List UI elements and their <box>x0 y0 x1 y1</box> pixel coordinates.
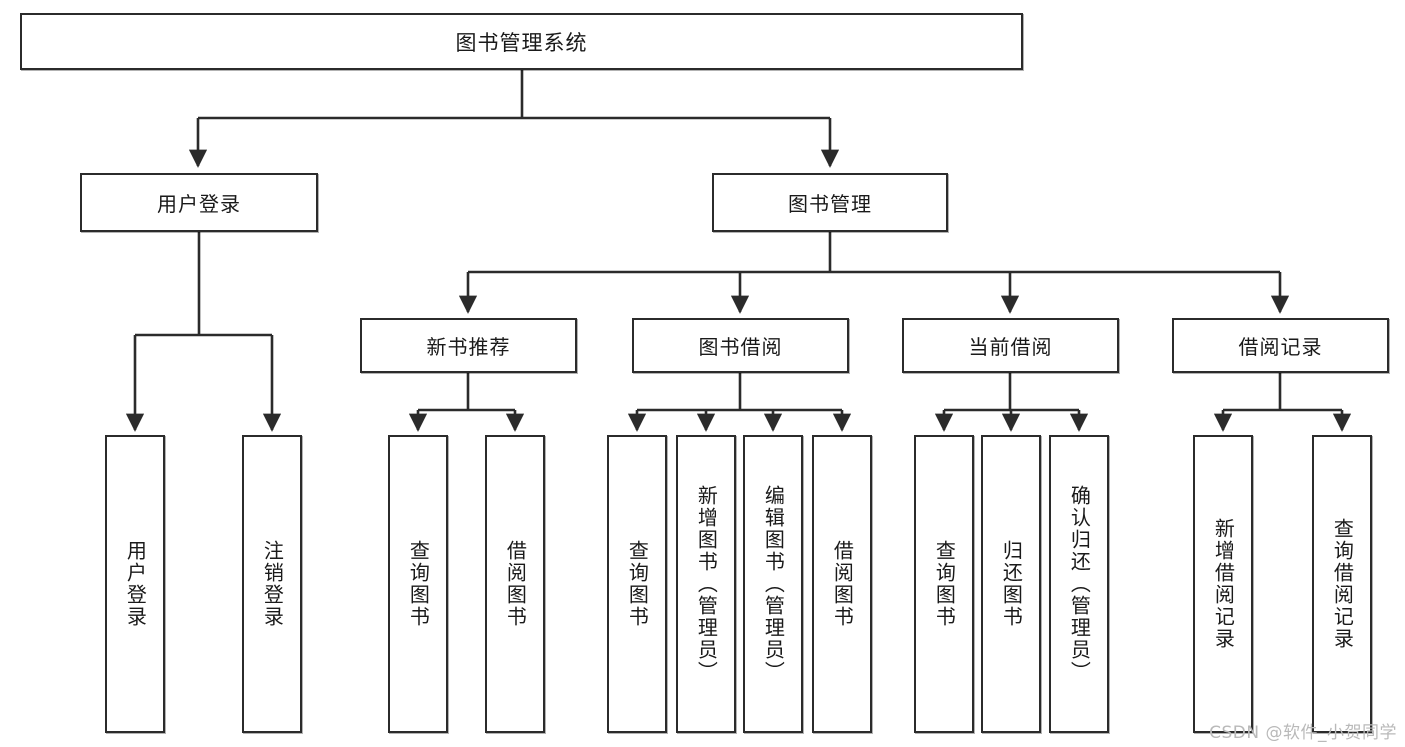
node-label: 当前借阅 <box>968 335 1053 359</box>
node-label: 新增图书（管理员） <box>694 485 719 683</box>
node-label: 归还图书 <box>999 540 1024 628</box>
leaf-current-borrow-return[interactable]: 归还图书 <box>981 435 1041 733</box>
leaf-book-borrow-borrow[interactable]: 借阅图书 <box>812 435 872 733</box>
node-book-management-system[interactable]: 图书管理系统 <box>20 13 1023 70</box>
node-label: 查询图书 <box>625 540 650 628</box>
leaf-current-borrow-confirm-return[interactable]: 确认归还（管理员） <box>1049 435 1109 733</box>
leaf-book-borrow-edit[interactable]: 编辑图书（管理员） <box>743 435 803 733</box>
leaf-borrow-record-query[interactable]: 查询借阅记录 <box>1312 435 1372 733</box>
node-current-borrow[interactable]: 当前借阅 <box>902 318 1119 373</box>
leaf-user-login-login[interactable]: 用户登录 <box>105 435 165 733</box>
node-new-book-recommend[interactable]: 新书推荐 <box>360 318 577 373</box>
node-book-borrow[interactable]: 图书借阅 <box>632 318 849 373</box>
node-borrow-record[interactable]: 借阅记录 <box>1172 318 1389 373</box>
leaf-new-book-query[interactable]: 查询图书 <box>388 435 448 733</box>
node-book-management[interactable]: 图书管理 <box>712 173 948 232</box>
node-label: 借阅图书 <box>503 540 528 628</box>
node-label: 查询图书 <box>932 540 957 628</box>
node-user-login[interactable]: 用户登录 <box>80 173 318 232</box>
node-label: 图书借阅 <box>698 335 783 359</box>
leaf-borrow-record-add[interactable]: 新增借阅记录 <box>1193 435 1253 733</box>
node-label: 借阅记录 <box>1238 335 1323 359</box>
leaf-new-book-borrow[interactable]: 借阅图书 <box>485 435 545 733</box>
node-label: 确认归还（管理员） <box>1067 485 1092 683</box>
node-label: 查询借阅记录 <box>1330 518 1355 650</box>
node-label: 编辑图书（管理员） <box>761 485 786 683</box>
leaf-book-borrow-query[interactable]: 查询图书 <box>607 435 667 733</box>
node-label: 用户登录 <box>157 192 241 216</box>
node-label: 图书管理系统 <box>455 30 588 55</box>
node-label: 图书管理 <box>788 192 872 216</box>
leaf-user-login-logout[interactable]: 注销登录 <box>242 435 302 733</box>
leaf-current-borrow-query[interactable]: 查询图书 <box>914 435 974 733</box>
node-label: 新书推荐 <box>426 335 511 359</box>
node-label: 用户登录 <box>123 540 148 628</box>
node-label: 借阅图书 <box>830 540 855 628</box>
node-label: 新增借阅记录 <box>1211 518 1236 650</box>
node-label: 注销登录 <box>260 540 285 628</box>
node-label: 查询图书 <box>406 540 431 628</box>
leaf-book-borrow-add[interactable]: 新增图书（管理员） <box>676 435 736 733</box>
